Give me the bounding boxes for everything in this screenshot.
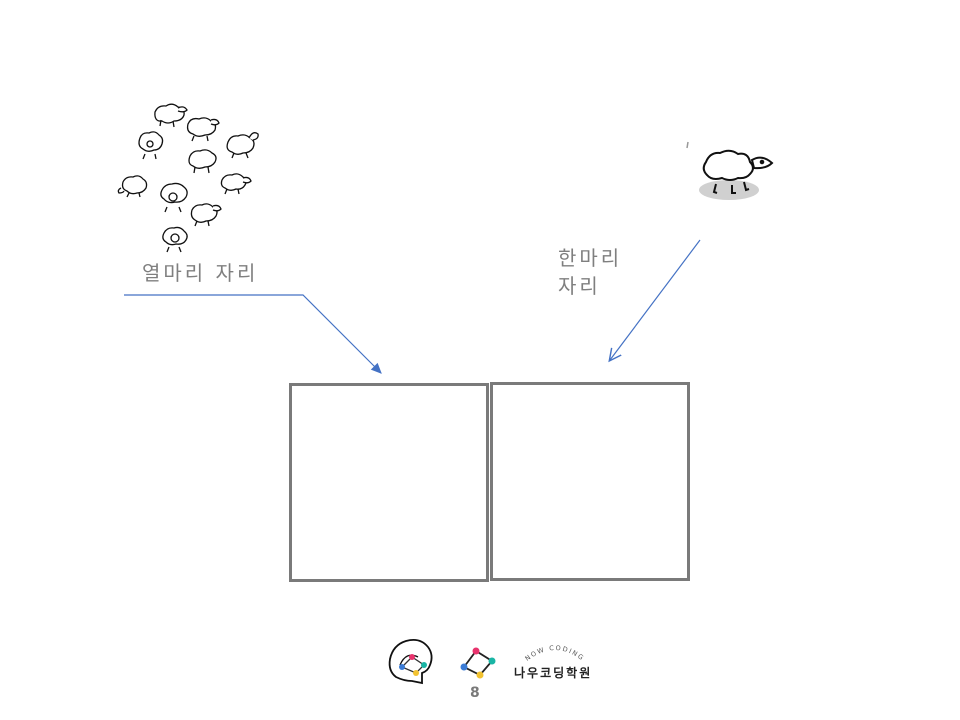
sheep-icon (186, 117, 220, 142)
arrow-one-to-right-box (610, 239, 701, 360)
sheep-icon (154, 103, 188, 128)
sheep-icon (226, 132, 259, 159)
svg-text:NOW CODING: NOW CODING (524, 644, 587, 663)
sheep-icon (188, 149, 217, 174)
one-sheep-box (490, 382, 690, 581)
one-sheep-label-line1: 한마리 (558, 246, 623, 270)
now-coding-mark-icon (460, 647, 496, 679)
ten-sheep-box (289, 383, 489, 582)
one-sheep-label-line2: 자리 (558, 274, 601, 298)
sheep-icon (162, 226, 188, 253)
single-sheep-illustration (686, 141, 774, 200)
sheep-icon (220, 173, 252, 195)
sheep-icon (117, 175, 148, 198)
sheep-flock-illustration (117, 103, 259, 253)
now-coding-arc-text: NOW CODING (524, 644, 587, 663)
arrow-ten-to-left-box (124, 294, 382, 374)
one-sheep-spot-label: 한마리 자리 (558, 244, 622, 300)
sheep-icon (160, 182, 188, 213)
academy-name: 나우코딩학원 (514, 666, 593, 680)
sheep-icon (138, 131, 164, 160)
sheep-icon (190, 203, 222, 227)
brain-logo-icon (388, 638, 433, 685)
sheep-icon (702, 149, 774, 194)
now-coding-english: NOW CODING (524, 644, 585, 663)
ten-sheep-spot-label: 열마리 자리 (142, 261, 259, 285)
page-number: 8 (470, 685, 480, 701)
